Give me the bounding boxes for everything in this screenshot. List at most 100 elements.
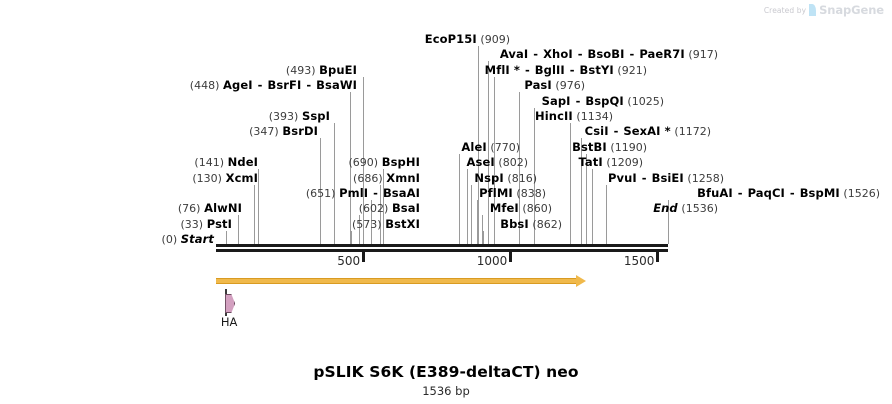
enzyme-name[interactable]: TatI xyxy=(578,155,603,170)
enzyme-site-label[interactable]: CsiI - SexAI * (1172) xyxy=(584,124,711,139)
enzyme-name[interactable]: Start xyxy=(180,232,214,247)
enzyme-site-label[interactable]: TatI (1209) xyxy=(578,155,643,170)
enzyme-name[interactable]: XmnI xyxy=(386,170,420,185)
enzyme-name[interactable]: BglII xyxy=(534,62,565,77)
enzyme-name[interactable]: PflMI xyxy=(479,186,513,200)
enzyme-site-label[interactable]: BstBI (1190) xyxy=(572,139,647,154)
enzyme-name[interactable]: AseI xyxy=(466,155,495,170)
enzyme-site-label[interactable]: (33) PstI xyxy=(181,216,233,231)
enzyme-name[interactable]: BpuEI xyxy=(319,62,357,77)
enzyme-name[interactable]: PstI xyxy=(206,216,232,231)
leader-line xyxy=(459,153,460,244)
enzyme-name[interactable]: PaqCI xyxy=(747,186,785,200)
leader-line xyxy=(350,92,351,244)
enzyme-site-label[interactable]: MfeI (860) xyxy=(489,201,552,216)
leader-line xyxy=(371,200,372,244)
plasmid-backbone-upper-bar xyxy=(216,244,668,247)
enzyme-name[interactable]: BsoBI xyxy=(587,47,625,62)
ruler-label-1500: 1500 xyxy=(623,254,655,268)
enzyme-name[interactable]: AvaI xyxy=(499,47,529,62)
enzyme-name[interactable]: CsiI xyxy=(584,124,609,139)
enzyme-site-label[interactable]: (393) SspI xyxy=(269,109,330,124)
leader-line xyxy=(477,200,478,244)
enzyme-name[interactable]: AleI xyxy=(461,139,487,154)
enzyme-site-label[interactable]: SapI - BspQI (1025) xyxy=(541,93,664,108)
enzyme-name[interactable]: SapI xyxy=(541,93,571,108)
enzyme-name[interactable]: HincII xyxy=(535,109,573,123)
site-position: (602) xyxy=(358,202,389,216)
site-position: (838) xyxy=(516,187,546,200)
enzyme-name[interactable]: BsaAI xyxy=(382,186,420,200)
enzyme-name[interactable]: BspMI xyxy=(799,186,840,200)
enzyme-name[interactable]: BspHI xyxy=(381,155,420,170)
enzyme-site-label[interactable]: (130) XcmI xyxy=(192,170,258,185)
leader-line xyxy=(258,169,259,244)
enzyme-name[interactable]: EcoP15I xyxy=(424,32,477,46)
enzyme-site-label[interactable]: BfuAI - PaqCI - BspMI (1526) xyxy=(697,186,880,201)
enzyme-name[interactable]: SspI xyxy=(301,109,330,123)
enzyme-name[interactable]: SexAI * xyxy=(623,124,671,139)
enzyme-site-label[interactable]: (347) BsrDI xyxy=(249,124,318,139)
enzyme-site-label[interactable]: MflI * - BglII - BstYI (921) xyxy=(484,62,647,77)
enzyme-name[interactable]: MfeI xyxy=(489,201,519,216)
enzyme-name[interactable]: MflI * xyxy=(484,62,520,77)
enzyme-name[interactable]: BstYI xyxy=(579,62,614,77)
enzyme-site-label[interactable]: PasI (976) xyxy=(524,78,585,93)
site-position: (573) xyxy=(351,217,382,231)
enzyme-name[interactable]: BsrFI xyxy=(267,78,302,93)
plasmid-backbone-lower-bar xyxy=(216,249,668,252)
enzyme-name[interactable]: BfuAI xyxy=(697,186,733,200)
enzyme-site-label[interactable]: (0) Start xyxy=(162,232,214,247)
enzyme-name[interactable]: BsiEI xyxy=(651,170,684,185)
enzyme-name[interactable]: BsaWI xyxy=(316,78,357,93)
enzyme-name[interactable]: PaeR7I xyxy=(639,47,685,62)
enzyme-site-label[interactable]: AleI (770) xyxy=(461,139,520,154)
enzyme-name[interactable]: BstXI xyxy=(385,216,420,231)
enzyme-site-label[interactable]: (602) BsaI xyxy=(358,201,420,216)
leader-line xyxy=(351,230,352,244)
enzyme-name[interactable]: NdeI xyxy=(227,155,258,170)
enzyme-site-label[interactable]: PflMI (838) xyxy=(479,186,546,201)
enzyme-name[interactable]: BstBI xyxy=(572,139,607,154)
ruler-tick-500 xyxy=(361,252,365,262)
snapgene-leaf-icon xyxy=(809,4,817,16)
enzyme-separator: - xyxy=(609,124,623,139)
enzyme-name[interactable]: PasI xyxy=(524,78,552,93)
enzyme-site-label[interactable]: PvuI - BsiEI (1258) xyxy=(608,170,724,185)
leader-line xyxy=(586,153,587,244)
enzyme-name[interactable]: PmlI xyxy=(339,186,369,200)
enzyme-name[interactable]: BsrDI xyxy=(282,124,318,139)
enzyme-name[interactable]: BsaI xyxy=(391,201,420,216)
enzyme-site-label[interactable]: (690) BspHI xyxy=(349,155,421,170)
enzyme-site-label[interactable]: EcoP15I (909) xyxy=(424,32,510,47)
enzyme-site-label[interactable]: (493) BpuEI xyxy=(286,62,357,77)
enzyme-site-label[interactable]: BbsI (862) xyxy=(500,216,562,231)
enzyme-site-label[interactable]: (141) NdeI xyxy=(194,155,258,170)
enzyme-name[interactable]: AlwNI xyxy=(204,201,242,216)
enzyme-name[interactable]: BspQI xyxy=(585,93,624,108)
enzyme-name[interactable]: BbsI xyxy=(500,216,529,231)
enzyme-name[interactable]: NspI xyxy=(474,170,504,185)
orf-arrow-body[interactable] xyxy=(216,278,577,284)
enzyme-site-label[interactable]: (448) AgeI - BsrFI - BsaWI xyxy=(190,78,357,93)
enzyme-site-label[interactable]: NspI (816) xyxy=(474,170,537,185)
site-position: (860) xyxy=(522,202,552,216)
enzyme-name[interactable]: XcmI xyxy=(225,170,258,185)
enzyme-separator: - xyxy=(785,186,799,200)
leader-line xyxy=(226,230,227,244)
enzyme-name[interactable]: AgeI xyxy=(223,78,253,93)
orf-arrow-head[interactable] xyxy=(576,275,586,287)
enzyme-site-label[interactable]: HincII (1134) xyxy=(535,109,613,124)
feature-shape-ha[interactable] xyxy=(225,294,236,313)
enzyme-site-label[interactable]: (651) PmlI - BsaAI xyxy=(306,186,420,201)
enzyme-name[interactable]: XhoI xyxy=(543,47,573,62)
enzyme-name[interactable]: End xyxy=(653,201,678,216)
enzyme-separator: - xyxy=(520,62,534,77)
enzyme-site-label[interactable]: (686) XmnI xyxy=(353,170,420,185)
enzyme-site-label[interactable]: AvaI - XhoI - BsoBI - PaeR7I (917) xyxy=(499,47,718,62)
enzyme-site-label[interactable]: (573) BstXI xyxy=(351,216,420,231)
enzyme-site-label[interactable]: (76) AlwNI xyxy=(178,201,242,216)
enzyme-name[interactable]: PvuI xyxy=(608,170,637,185)
enzyme-site-label[interactable]: End (1536) xyxy=(653,201,718,216)
enzyme-site-label[interactable]: AseI (802) xyxy=(466,155,528,170)
